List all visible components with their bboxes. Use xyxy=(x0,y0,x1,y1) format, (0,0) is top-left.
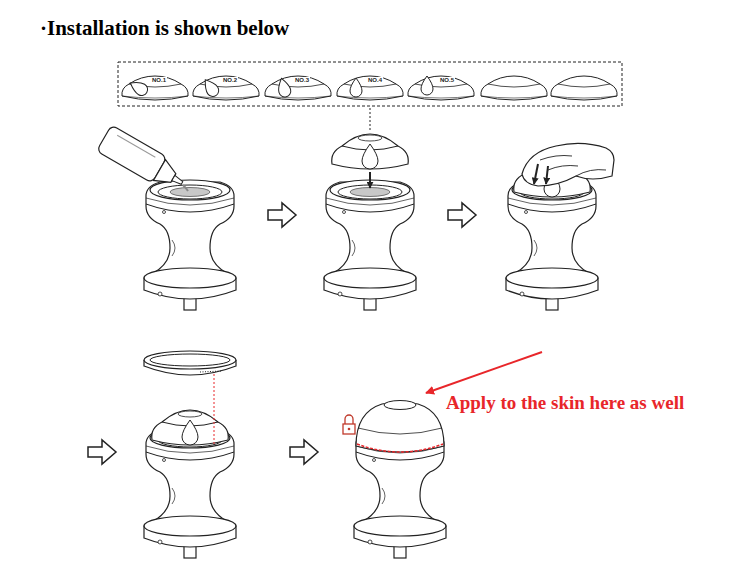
ring-thread xyxy=(200,371,222,372)
drop-icon xyxy=(421,76,433,95)
step-arrow xyxy=(290,440,318,464)
device xyxy=(144,430,236,558)
gel-bottle xyxy=(97,125,190,196)
lid xyxy=(337,76,403,100)
lid-number: NO.5 xyxy=(439,77,455,84)
lock-keyhole xyxy=(348,428,351,431)
bottle-tip xyxy=(172,175,184,185)
lid-number: NO.1 xyxy=(151,77,167,84)
drop-icon xyxy=(276,77,293,98)
seated-lid xyxy=(152,410,229,445)
lid xyxy=(265,76,331,100)
lid xyxy=(408,76,474,100)
lock-icon xyxy=(343,415,355,434)
lid-number: NO.3 xyxy=(294,77,310,84)
step-arrow xyxy=(268,203,296,227)
device xyxy=(506,182,598,310)
drop-icon xyxy=(350,78,362,97)
drop-icon xyxy=(200,76,221,98)
lid-strip xyxy=(122,76,617,100)
drop-icon xyxy=(127,78,149,98)
gel-pool xyxy=(170,188,210,197)
floating-lid xyxy=(332,134,409,169)
step-arrow xyxy=(448,203,476,227)
alignment-line xyxy=(214,374,215,446)
lid xyxy=(481,76,547,100)
lock-body xyxy=(343,424,355,434)
lid xyxy=(193,76,259,100)
bottle-shine xyxy=(117,135,155,157)
bottle-neck xyxy=(153,160,179,189)
ring-inner xyxy=(150,354,230,366)
gel-pool xyxy=(350,188,390,197)
callout-arrow xyxy=(426,352,542,393)
press-arrow xyxy=(534,164,538,184)
dome-band xyxy=(358,428,442,434)
lid-strip-frame xyxy=(118,62,622,106)
lock-line xyxy=(357,444,443,452)
dome-top xyxy=(384,401,416,410)
lid xyxy=(122,76,188,100)
lid xyxy=(551,76,617,100)
page-heading: ·Installation is shown below xyxy=(40,16,289,41)
device-rim xyxy=(150,180,230,200)
lid-number: NO.2 xyxy=(222,77,238,84)
finger-lines xyxy=(540,156,606,177)
ring-top xyxy=(144,351,236,369)
pressing-hand xyxy=(522,143,614,186)
press-arrow xyxy=(546,166,548,184)
lid-number: NO.4 xyxy=(367,77,383,84)
callout-note: Apply to the skin here as well xyxy=(446,392,684,414)
step-arrow xyxy=(88,440,116,464)
device xyxy=(324,182,416,310)
device xyxy=(144,182,236,310)
lock-shackle xyxy=(345,415,353,424)
guide-line xyxy=(370,108,371,132)
down-arrow xyxy=(369,172,371,188)
retaining-ring xyxy=(144,351,236,375)
gel-stream xyxy=(183,185,188,191)
